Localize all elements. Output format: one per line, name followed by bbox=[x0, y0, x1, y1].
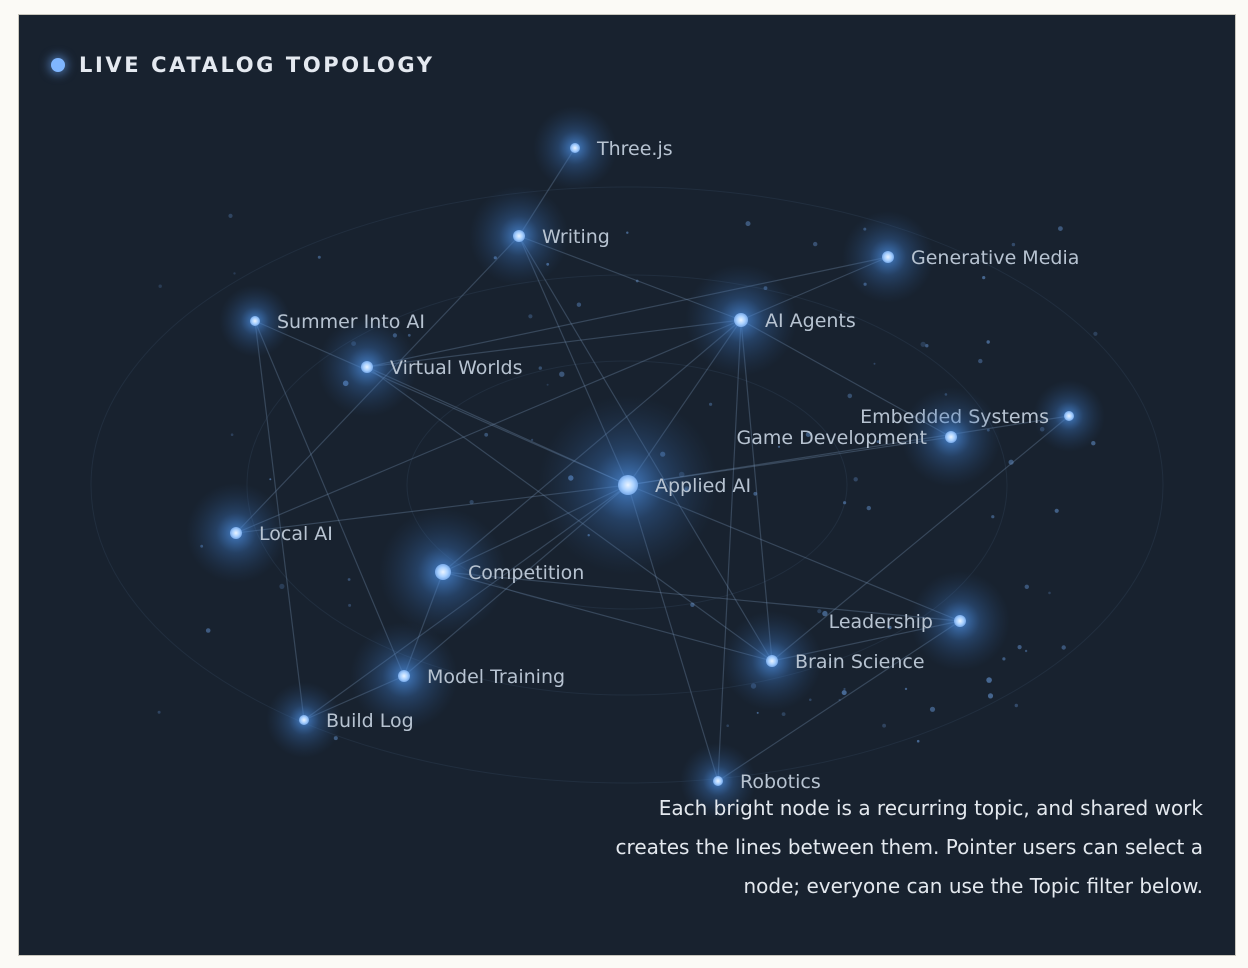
node-core bbox=[361, 361, 373, 373]
node-generative-media[interactable]: Generative Media bbox=[842, 211, 1079, 303]
node-writing[interactable]: Writing bbox=[469, 186, 610, 286]
node-label-competition: Competition bbox=[468, 562, 584, 584]
node-virtual-worlds[interactable]: Virtual Worlds bbox=[317, 317, 522, 417]
panel-header: LIVE CATALOG TOPOLOGY bbox=[51, 53, 435, 77]
node-label-robotics: Robotics bbox=[740, 771, 821, 793]
status-dot-icon bbox=[51, 58, 65, 72]
node-core bbox=[250, 316, 260, 326]
edge-competition-leadership bbox=[442, 571, 961, 622]
node-label-virtual-worlds: Virtual Worlds bbox=[390, 357, 522, 379]
node-label-generative-media: Generative Media bbox=[911, 247, 1079, 269]
node-threejs[interactable]: Three.js bbox=[533, 106, 673, 190]
node-local-ai[interactable]: Local AI bbox=[186, 483, 333, 583]
node-label-local-ai: Local AI bbox=[259, 523, 333, 545]
node-ai-agents[interactable]: AI Agents bbox=[685, 264, 856, 376]
edge-virtual-worlds-ai-agents bbox=[366, 319, 742, 368]
node-label-applied-ai: Applied AI bbox=[655, 475, 751, 497]
node-core bbox=[618, 475, 638, 495]
node-label-brain-science: Brain Science bbox=[795, 651, 925, 673]
node-brain-science[interactable]: Brain Science bbox=[722, 611, 925, 711]
node-core bbox=[954, 615, 966, 627]
edge-ai-agents-robotics bbox=[717, 319, 742, 782]
node-core bbox=[398, 670, 410, 682]
node-core bbox=[299, 715, 309, 725]
node-core bbox=[766, 655, 778, 667]
node-core bbox=[713, 776, 723, 786]
node-core bbox=[570, 143, 580, 153]
node-core bbox=[1064, 411, 1074, 421]
node-label-leadership: Leadership bbox=[829, 611, 933, 633]
edge-brain-science-embedded-systems bbox=[771, 415, 1070, 662]
node-competition[interactable]: Competition bbox=[379, 508, 584, 636]
panel-title: LIVE CATALOG TOPOLOGY bbox=[79, 53, 435, 77]
node-model-training[interactable]: Model Training bbox=[350, 622, 565, 730]
node-label-threejs: Three.js bbox=[596, 138, 673, 160]
node-core bbox=[513, 230, 525, 242]
node-build-log[interactable]: Build Log bbox=[266, 682, 414, 758]
node-leadership[interactable]: Leadership bbox=[829, 571, 1010, 671]
edge-local-ai-ai-agents bbox=[235, 319, 742, 534]
node-core bbox=[435, 564, 451, 580]
legend-caption: Each bright node is a recurring topic, a… bbox=[615, 796, 1203, 898]
node-game-development[interactable]: Game Development bbox=[736, 387, 1001, 487]
node-label-writing: Writing bbox=[542, 226, 610, 248]
node-label-model-training: Model Training bbox=[427, 666, 565, 688]
edge-generative-media-virtual-worlds bbox=[366, 256, 889, 368]
edge-ai-agents-brain-science bbox=[740, 319, 773, 662]
node-core bbox=[734, 313, 748, 327]
node-label-ai-agents: AI Agents bbox=[765, 310, 856, 332]
node-core bbox=[945, 431, 957, 443]
node-label-game-development: Game Development bbox=[736, 427, 927, 449]
node-core bbox=[230, 527, 242, 539]
node-label-build-log: Build Log bbox=[326, 710, 414, 732]
node-applied-ai[interactable]: Applied AI bbox=[538, 395, 751, 575]
node-core bbox=[882, 251, 894, 263]
node-robotics[interactable]: Robotics bbox=[680, 743, 821, 819]
edge-summer-into-ai-model-training bbox=[254, 320, 405, 677]
